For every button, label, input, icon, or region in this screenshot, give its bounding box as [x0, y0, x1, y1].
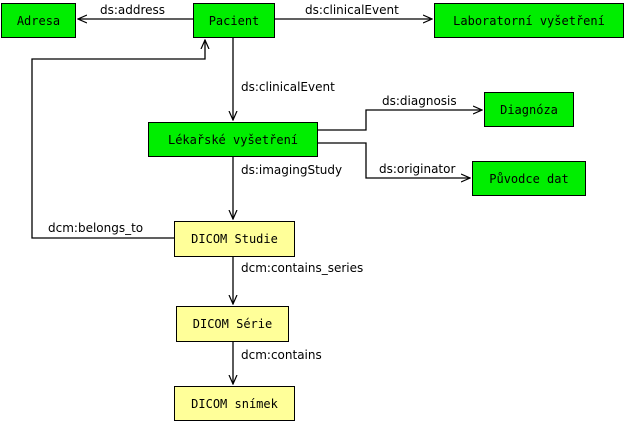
edge-label-contains-series: dcm:contains_series: [241, 261, 363, 275]
node-dicom-serie: DICOM Série: [176, 306, 289, 342]
edge-originator: [318, 142, 470, 178]
node-dicom-studie: DICOM Studie: [174, 221, 295, 257]
node-diagnoza: Diagnóza: [484, 92, 574, 127]
edge-label-diagnosis: ds:diagnosis: [382, 94, 457, 108]
node-laboratorni-vysetreni: Laboratorní vyšetření: [434, 3, 624, 38]
node-adresa: Adresa: [1, 3, 76, 38]
edge-label-imaging-study: ds:imagingStudy: [241, 163, 342, 177]
edge-label-clinical-event-top: ds:clinicalEvent: [305, 3, 399, 17]
node-puvodce-dat: Původce dat: [472, 161, 586, 196]
edge-belongs-to: [31, 40, 205, 239]
edge-label-address: ds:address: [100, 3, 165, 17]
node-pacient: Pacient: [193, 3, 275, 38]
node-lekarske-vysetreni: Lékařské vyšetření: [148, 122, 318, 157]
edge-label-contains: dcm:contains: [241, 348, 322, 362]
node-dicom-snimek: DICOM snímek: [174, 386, 295, 421]
edge-diagnosis: [318, 110, 482, 131]
edge-label-clinical-event-down: ds:clinicalEvent: [241, 80, 335, 94]
edge-label-belongs-to: dcm:belongs_to: [48, 221, 143, 235]
edge-label-originator: ds:originator: [379, 162, 455, 176]
